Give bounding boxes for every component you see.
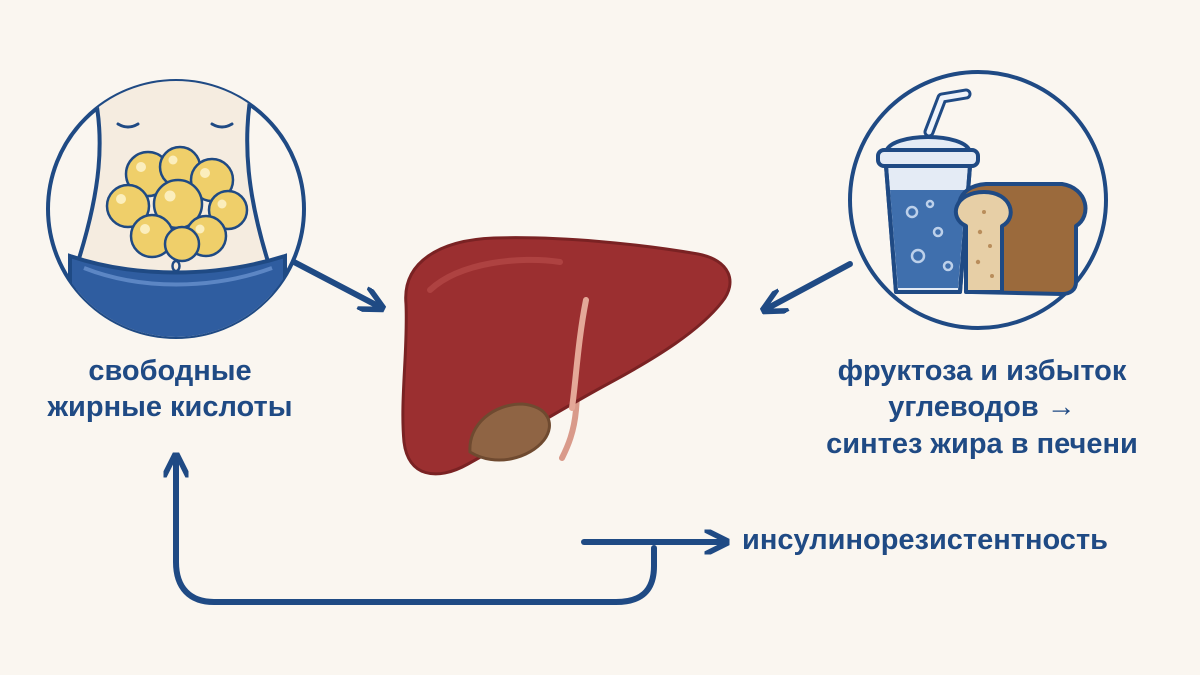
fructose-carbs-line-2: углеводов → xyxy=(888,391,1076,424)
arrow-food-to-liver xyxy=(768,261,853,308)
free-fatty-acids-line-2: жирные кислоты xyxy=(47,391,293,424)
fructose-carbs-line-3: синтез жира в печени xyxy=(826,427,1138,460)
fructose-carbs-label: фруктоза и избыток углеводов → синтез жи… xyxy=(782,353,1182,462)
insulin-resistance-label: инсулинорезистентность xyxy=(742,524,1108,556)
free-fatty-acids-label: свободные жирные кислоты xyxy=(20,353,320,426)
fructose-carbs-line-1: фруктоза и избыток xyxy=(837,355,1127,387)
drink-cup-icon xyxy=(876,88,980,294)
belly-fat-icon xyxy=(46,79,306,339)
food-circle xyxy=(848,70,1108,330)
arrow-belly-to-liver xyxy=(291,259,378,306)
bread-icon xyxy=(954,182,1088,296)
liver-icon xyxy=(401,236,732,476)
feedback-loop-arrow xyxy=(176,460,657,605)
free-fatty-acids-line-1: свободные xyxy=(88,355,252,387)
